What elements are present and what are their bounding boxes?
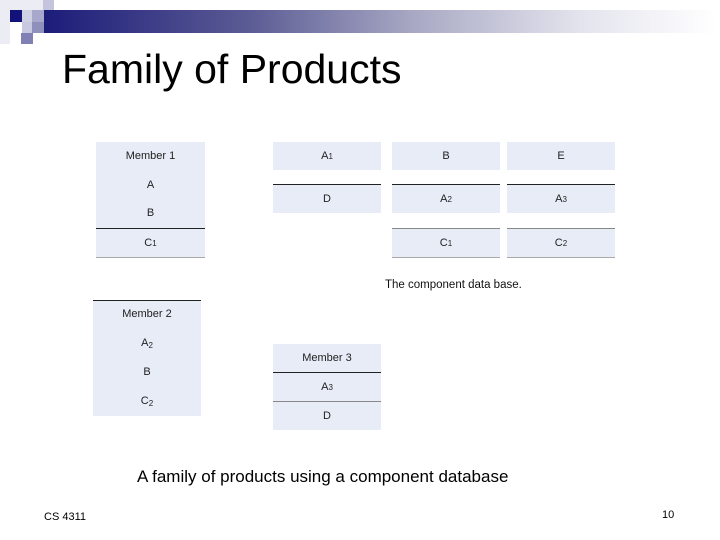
member2-title: Member 2	[122, 308, 172, 320]
component-subscript: 2	[562, 238, 568, 248]
component-base: A	[440, 193, 448, 205]
component-subscript: 2	[447, 194, 452, 204]
component-subscript: 1	[328, 151, 333, 161]
member2-component-b: B	[143, 366, 151, 378]
footer-course: CS 4311	[44, 511, 86, 523]
component-base: B	[442, 150, 450, 162]
logo-square-dark	[10, 10, 22, 22]
member3-title-cell: Member 3	[273, 344, 381, 372]
component-subscript: 1	[152, 238, 157, 248]
db-cell-e: E	[507, 142, 615, 170]
member1-component-a: A	[146, 179, 155, 191]
member1-component-b: B	[146, 207, 155, 219]
slide-title: Family of Products	[62, 46, 402, 92]
component-base: C	[144, 237, 153, 249]
component-base: A	[141, 337, 149, 349]
component-subscript: 2	[148, 341, 153, 350]
component-base: D	[323, 410, 331, 422]
logo-square-mid	[22, 22, 34, 33]
logo-square-light	[0, 0, 44, 10]
page-number: 10	[662, 509, 675, 521]
component-base: C	[140, 395, 149, 407]
header-gradient-bar	[44, 10, 716, 33]
logo-square-mid	[22, 10, 32, 22]
logo-square-mid	[32, 10, 44, 22]
component-base: A	[555, 193, 563, 205]
figure-caption: A family of products using a component d…	[137, 467, 509, 486]
component-base: C	[439, 237, 448, 249]
db-cell-b: B	[392, 142, 500, 170]
component-subscript: 1	[447, 238, 453, 248]
logo-square-mid	[43, 0, 54, 10]
component-base: E	[557, 150, 565, 162]
component-subscript: 3	[562, 194, 567, 204]
header-logo	[0, 0, 60, 45]
member2-box: Member 2 A2 B C2	[93, 300, 201, 416]
logo-square-mid	[21, 33, 33, 44]
component-base: A	[321, 150, 329, 162]
component-base: C	[554, 237, 563, 249]
database-caption: The component data base.	[385, 279, 522, 291]
component-subscript: 3	[328, 382, 333, 392]
member2-component-c2: C2	[93, 395, 201, 408]
member2-component-a2: A2	[93, 337, 201, 350]
member3-title: Member 3	[302, 352, 352, 364]
member3-component-d: D	[273, 401, 381, 430]
component-base: D	[323, 193, 331, 205]
logo-square-mid	[32, 22, 44, 33]
component-base: A	[321, 381, 329, 393]
db-cell-d: D	[273, 184, 381, 213]
member1-title: Member 1	[125, 150, 176, 162]
member1-box: Member 1 A B	[96, 142, 205, 228]
component-subscript: 2	[148, 399, 154, 408]
logo-square-light	[0, 0, 10, 44]
